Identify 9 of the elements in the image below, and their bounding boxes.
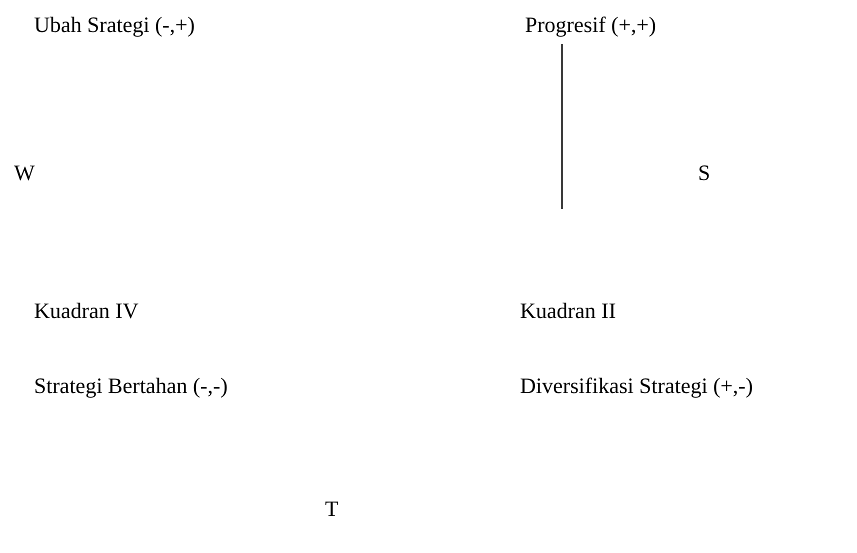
quadrant-label: Diversifikasi Strategi (+,-) [520,373,753,399]
quadrant-label: Strategi Bertahan (-,-) [34,373,228,399]
axis-label: T [325,496,338,522]
quadrant-label: Kuadran IV [34,298,138,324]
quadrant-label: Ubah Srategi (-,+) [34,12,195,38]
quadrant-label: Kuadran II [520,298,616,324]
axis-label: W [14,160,35,186]
quadrant-label: Progresif (+,+) [525,12,656,38]
axis-label: S [698,160,710,186]
